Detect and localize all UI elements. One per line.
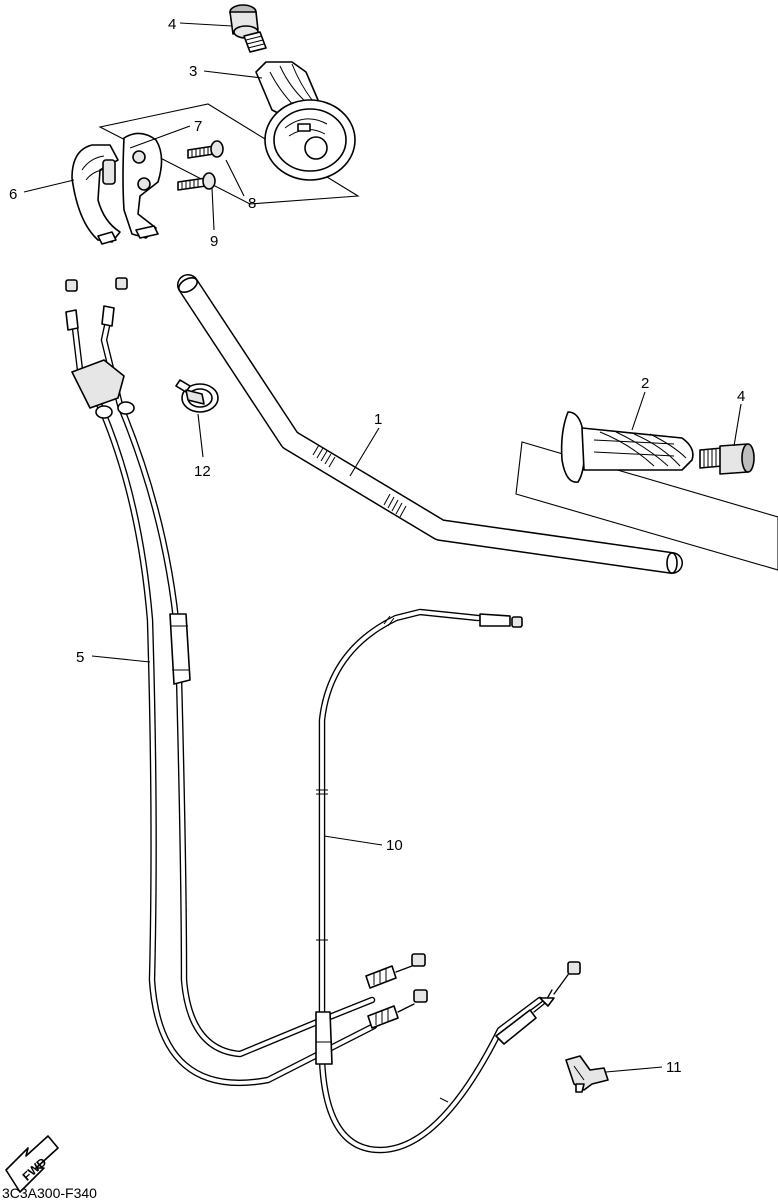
callout-1: 1 bbox=[374, 411, 382, 428]
callout-10: 10 bbox=[386, 837, 403, 854]
callout-3: 3 bbox=[189, 63, 197, 80]
throttle-cables bbox=[65, 277, 428, 1087]
left-grip bbox=[560, 411, 694, 483]
callout-7: 7 bbox=[194, 118, 202, 135]
callout-8: 8 bbox=[248, 195, 256, 212]
bar-end-weight-upper bbox=[229, 4, 267, 53]
throttle-grip bbox=[255, 61, 356, 181]
throttle-housing-upper bbox=[122, 132, 163, 239]
callout-4-upper: 4 bbox=[168, 16, 176, 33]
fwd-arrow-icon: FWD bbox=[5, 1135, 59, 1193]
knurl-mark-right bbox=[383, 493, 407, 518]
callout-11: 11 bbox=[666, 1059, 682, 1076]
drawing-code: 3C3A300-F340 bbox=[2, 1185, 97, 1201]
callout-4-lower: 4 bbox=[737, 388, 745, 405]
cable-holder bbox=[565, 1055, 609, 1093]
callout-5: 5 bbox=[76, 649, 84, 666]
screw-9 bbox=[177, 172, 216, 191]
clutch-cable bbox=[315, 608, 581, 1154]
screw-8 bbox=[187, 140, 224, 159]
throttle-housing-lower bbox=[71, 144, 121, 245]
leader-lines bbox=[23, 22, 742, 1073]
callouts: 1 2 3 4 4 5 6 7 8 9 10 11 12 bbox=[9, 16, 745, 1076]
callout-12: 12 bbox=[194, 463, 211, 480]
callout-2: 2 bbox=[641, 375, 649, 392]
cable-clamp bbox=[175, 379, 219, 413]
callout-6: 6 bbox=[9, 186, 17, 203]
callout-9: 9 bbox=[210, 233, 218, 250]
knurl-mark-left bbox=[312, 444, 336, 468]
bar-end-weight-lower bbox=[699, 443, 755, 475]
grip-assembly-frame bbox=[515, 441, 778, 571]
handlebar bbox=[177, 274, 683, 574]
